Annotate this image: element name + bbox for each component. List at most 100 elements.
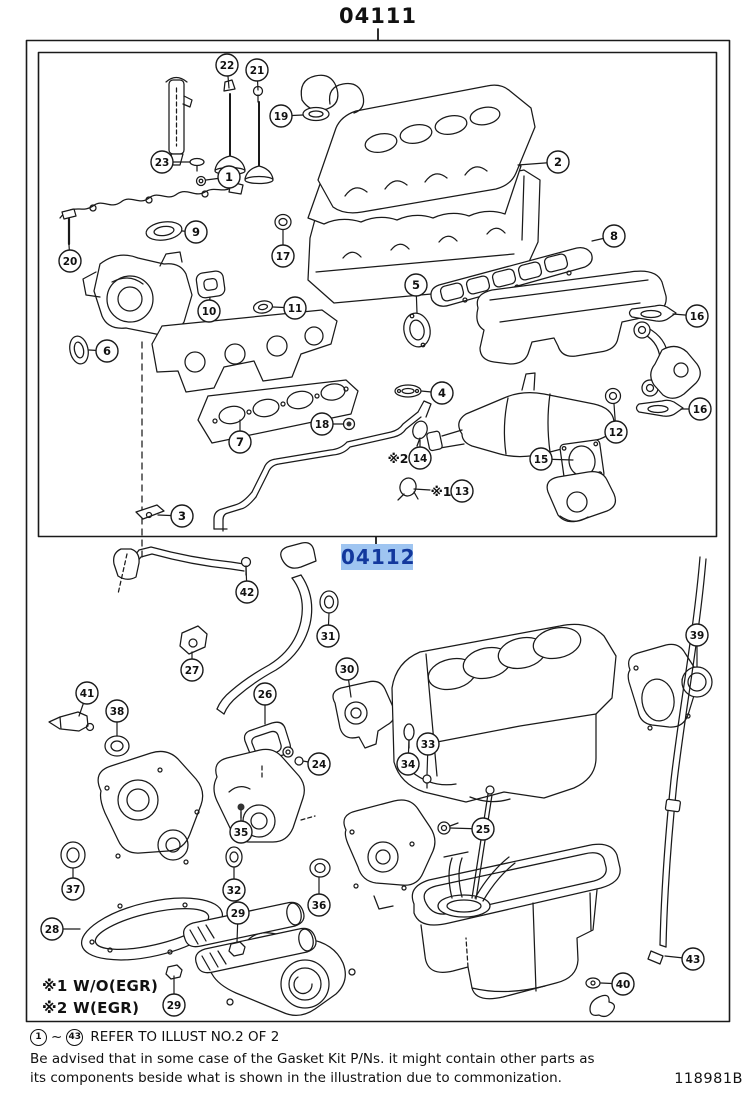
callout-number: 18 xyxy=(315,419,330,431)
callout-number: 8 xyxy=(610,229,618,243)
callout-balloon-27[interactable]: 27 xyxy=(180,651,204,682)
callout-balloon-24[interactable]: 24 xyxy=(302,752,331,776)
callout-balloon-7[interactable]: 7 xyxy=(228,419,252,454)
callout-number: 2 xyxy=(554,155,562,169)
throttle-gasket-art xyxy=(394,312,431,398)
callout-circle xyxy=(416,732,440,756)
callout-circle xyxy=(215,53,239,77)
callout-balloon-38[interactable]: 38 xyxy=(105,699,129,737)
callout-balloon-39[interactable]: 39 xyxy=(685,623,709,668)
callout-circle xyxy=(229,820,253,844)
callout-balloon-10[interactable]: 10 xyxy=(197,296,221,323)
callout-circle xyxy=(162,993,186,1017)
callout-circle xyxy=(40,917,64,941)
callout-balloon-42[interactable]: 42 xyxy=(235,566,259,604)
callout-circle xyxy=(197,299,221,323)
refer-text: REFER TO ILLUST NO.2 OF 2 xyxy=(90,1029,280,1045)
callout-circle xyxy=(307,893,331,917)
callout-balloon-28[interactable]: 28 xyxy=(40,917,81,941)
callout-circle xyxy=(226,901,250,925)
callout-balloon-29[interactable]: 29 xyxy=(226,901,250,943)
callout-balloon-26[interactable]: 26 xyxy=(253,682,277,725)
callout-number: 34 xyxy=(401,759,416,771)
callout-number: 1 xyxy=(225,170,233,184)
footnote-1: ※1 W/O(EGR) xyxy=(42,977,159,995)
circled-number-end: 43 xyxy=(66,1029,84,1046)
callout-balloon-29[interactable]: 29 xyxy=(162,975,186,1017)
figure-number-lower[interactable]: 04112 xyxy=(341,544,416,570)
callout-number: 24 xyxy=(312,759,327,771)
engine-block-art xyxy=(391,623,617,803)
callout-balloon-32[interactable]: 32 xyxy=(222,866,246,902)
callout-balloon-23[interactable]: 23 xyxy=(150,150,191,174)
callout-circle xyxy=(546,150,570,174)
callout-balloon-2[interactable]: 2 xyxy=(517,150,570,174)
callout-leader-line xyxy=(413,488,431,491)
callout-balloon-33[interactable]: 33 xyxy=(416,732,440,776)
callout-balloon-22[interactable]: 22 xyxy=(215,53,239,89)
document-number: 118981B xyxy=(674,1071,743,1087)
callout-balloon-25[interactable]: 25 xyxy=(449,817,495,841)
small-clip-art xyxy=(189,157,207,187)
callout-number: 23 xyxy=(155,157,170,169)
callout-circle xyxy=(283,296,307,320)
callout-number: 28 xyxy=(45,924,60,936)
callout-balloon-16[interactable]: 16 xyxy=(672,304,709,328)
callout-balloon-20[interactable]: 20 xyxy=(58,244,82,273)
callout-balloon-16[interactable]: 16 xyxy=(680,397,712,421)
mount-block-art xyxy=(179,625,208,655)
footnotes: ※1 W/O(EGR) ※2 W(EGR) xyxy=(42,975,158,1019)
callout-balloon-15[interactable]: 15 xyxy=(529,447,574,471)
square-ring-art xyxy=(195,270,274,314)
callout-number: 20 xyxy=(63,256,78,268)
callout-number: 13 xyxy=(455,486,470,498)
callout-number: 42 xyxy=(240,587,255,599)
callout-number: 14 xyxy=(413,453,428,465)
bracket-plate-art xyxy=(135,504,165,520)
callout-balloon-36[interactable]: 36 xyxy=(307,876,331,917)
callout-number: 10 xyxy=(202,306,217,318)
callout-number: 29 xyxy=(231,908,246,920)
callout-balloon-5[interactable]: 5 xyxy=(404,273,428,314)
stud-bolt-art xyxy=(61,208,77,246)
callout-number: 17 xyxy=(276,251,291,263)
callout-circle xyxy=(271,244,295,268)
callout-balloon-37[interactable]: 37 xyxy=(61,867,85,901)
callout-balloon-40[interactable]: 40 xyxy=(600,972,635,996)
callout-balloon-35[interactable]: 35 xyxy=(229,811,253,844)
callout-balloon-17[interactable]: 17 xyxy=(271,229,295,268)
callout-number: 41 xyxy=(80,688,95,700)
callout-balloon-19[interactable]: 19 xyxy=(269,104,304,128)
callout-balloon-18[interactable]: 18 xyxy=(310,412,344,436)
callout-balloon-8[interactable]: 8 xyxy=(591,224,626,248)
bracket-assembly-art xyxy=(113,546,252,595)
callout-circle xyxy=(685,623,709,647)
callout-circle xyxy=(228,430,252,454)
callout-number: 38 xyxy=(110,706,125,718)
callout-balloon-11[interactable]: 11 xyxy=(272,296,307,320)
callout-circle xyxy=(430,381,454,405)
callout-balloon-1[interactable]: 1 xyxy=(205,165,241,189)
callout-number: 11 xyxy=(288,303,303,315)
callout-balloon-31[interactable]: 31 xyxy=(316,612,340,648)
callout-balloon-41[interactable]: 41 xyxy=(75,681,99,717)
rear-seal-retainer-art xyxy=(627,643,713,731)
callout-number: 37 xyxy=(66,884,81,896)
callout-balloon-6[interactable]: 6 xyxy=(88,339,119,363)
label-connector-ticks xyxy=(375,28,379,546)
callout-balloon-30[interactable]: 30 xyxy=(335,657,359,698)
callout-balloon-34[interactable]: 34 xyxy=(396,739,420,776)
oil-pump-art xyxy=(343,799,436,910)
callout-balloon-3[interactable]: 3 xyxy=(157,504,194,528)
callout-number: 19 xyxy=(274,111,289,123)
callout-balloon-9[interactable]: 9 xyxy=(181,220,208,244)
callout-balloon-21[interactable]: 21 xyxy=(245,58,269,91)
callout-balloon-12[interactable]: 12 xyxy=(604,403,628,444)
callout-balloon-4[interactable]: 4 xyxy=(420,381,454,405)
front-cover-gasket-art xyxy=(80,897,224,961)
callout-circle xyxy=(245,58,269,82)
callout-number: 43 xyxy=(686,954,701,966)
callout-balloon-43[interactable]: 43 xyxy=(664,947,705,971)
